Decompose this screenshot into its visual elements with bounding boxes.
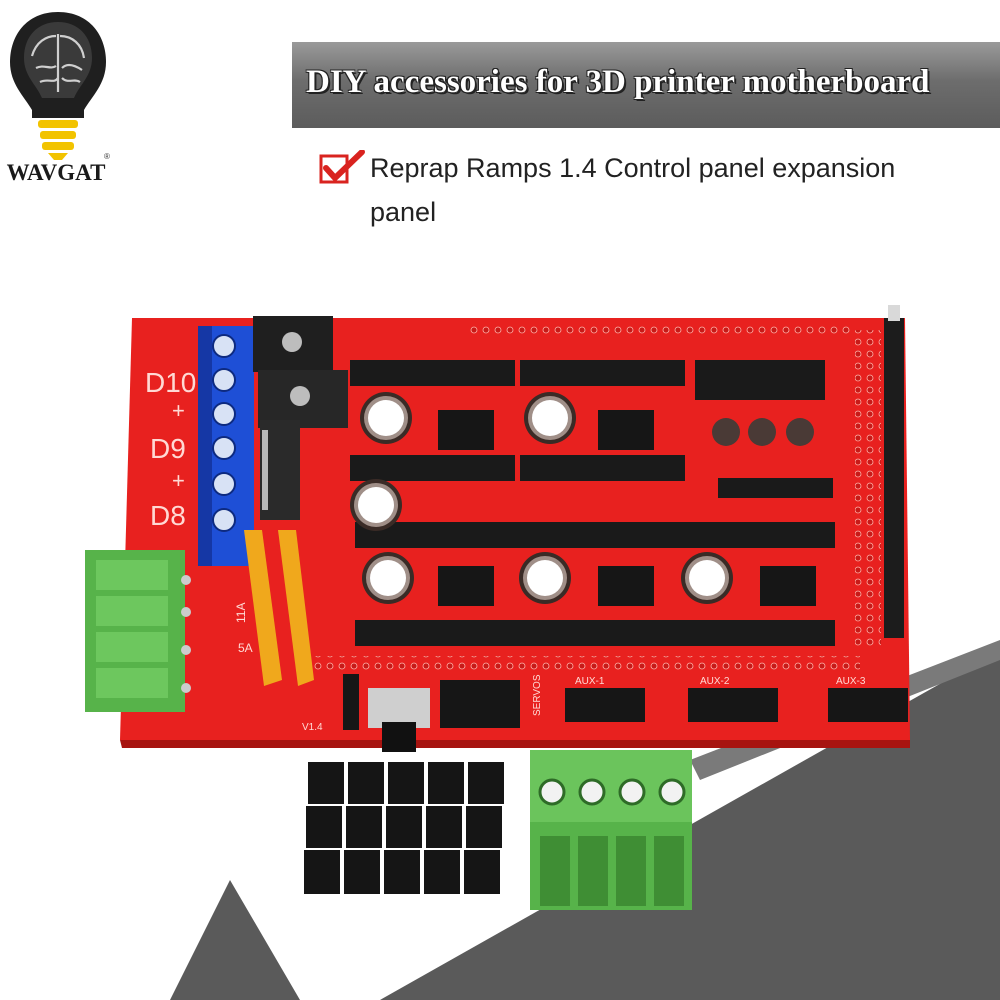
brand-name: WAVGAT bbox=[6, 160, 106, 185]
feature-item: Reprap Ramps 1.4 Control panel expansion… bbox=[318, 150, 958, 234]
pin-header-right bbox=[855, 330, 881, 650]
jumper-pin-blocks bbox=[343, 410, 908, 730]
label-11a: 11A bbox=[234, 603, 248, 623]
page-title: DIY accessories for 3D printer motherboa… bbox=[306, 64, 930, 100]
mosfet-packs bbox=[253, 316, 348, 520]
loose-jumpers bbox=[304, 762, 504, 894]
checkmark-icon bbox=[319, 150, 365, 184]
capacitors bbox=[350, 392, 814, 604]
label-5a: 5A bbox=[238, 641, 253, 655]
stepper-driver-sockets bbox=[350, 360, 835, 646]
bg-dark-wedge-left bbox=[170, 880, 300, 1000]
label-servos: SERVOS bbox=[532, 674, 543, 716]
pcb-board-edge bbox=[120, 740, 910, 748]
label-d9: D9 bbox=[150, 433, 186, 464]
green-terminal-loose bbox=[530, 750, 692, 910]
right-pin-tips bbox=[888, 305, 900, 321]
green-terminal-left bbox=[85, 550, 191, 712]
label-aux3: AUX-3 bbox=[836, 676, 866, 687]
label-d10: D10 bbox=[145, 367, 196, 398]
label-d8: D8 bbox=[150, 500, 186, 531]
pin-header-bottom bbox=[300, 656, 860, 670]
lightbulb-brain-icon bbox=[10, 12, 106, 160]
label-plus-1: + bbox=[172, 398, 185, 423]
reset-button bbox=[368, 688, 430, 752]
label-plus-2: + bbox=[172, 468, 185, 493]
pin-header-top bbox=[470, 324, 850, 338]
brand-logo bbox=[2, 6, 114, 196]
title-banner bbox=[292, 42, 1000, 128]
label-aux2: AUX-2 bbox=[700, 676, 730, 687]
label-version: V1.4 bbox=[302, 722, 323, 733]
label-aux1: AUX-1 bbox=[575, 676, 605, 687]
yellow-fuses bbox=[244, 530, 314, 686]
feature-text: Reprap Ramps 1.4 Control panel expansion… bbox=[370, 153, 896, 227]
blue-screw-terminal bbox=[198, 326, 254, 566]
brand-reg-mark: ® bbox=[104, 152, 110, 161]
right-pin-header bbox=[884, 318, 904, 638]
